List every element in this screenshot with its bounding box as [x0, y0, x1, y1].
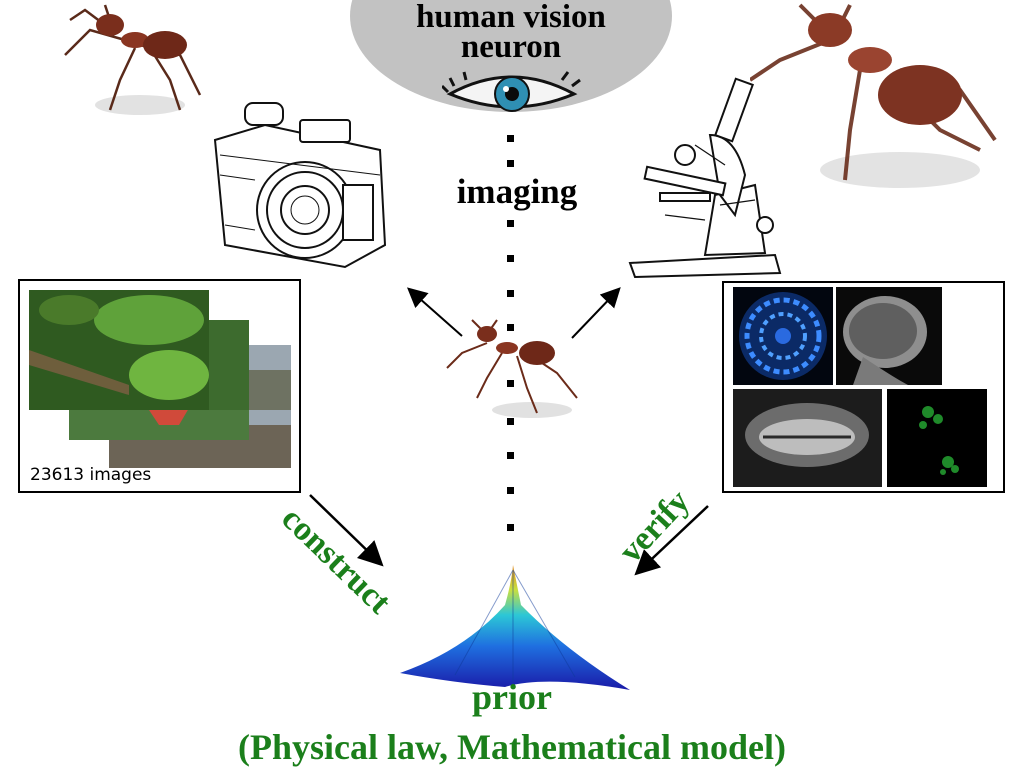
medical-images-grid — [733, 287, 987, 487]
prior-surface-icon — [400, 565, 630, 690]
imaging-label: imaging — [456, 172, 578, 211]
prior-title: prior — [472, 677, 552, 717]
vision-title-line2: neuron — [460, 29, 562, 65]
arrow-verify — [634, 505, 709, 576]
arrow-to-camera — [407, 287, 463, 337]
ant-icon — [64, 4, 202, 115]
prior-subtitle: (Physical law, Mathematical model) — [238, 727, 786, 767]
natural-images-stack — [29, 290, 291, 468]
ant-icon — [446, 319, 578, 418]
dotted-vertical-line — [507, 135, 514, 531]
arrow-construct — [309, 494, 384, 567]
camera-icon — [213, 102, 387, 269]
vision-title-line1: human vision — [416, 0, 606, 35]
vision-title: human vision neuron — [350, 0, 672, 65]
eye-icon — [442, 71, 581, 112]
ant-icon — [750, 3, 997, 188]
microscope-icon — [628, 77, 782, 279]
images-count-caption: 23613 images — [30, 465, 152, 485]
arrow-to-microscope — [571, 287, 621, 339]
